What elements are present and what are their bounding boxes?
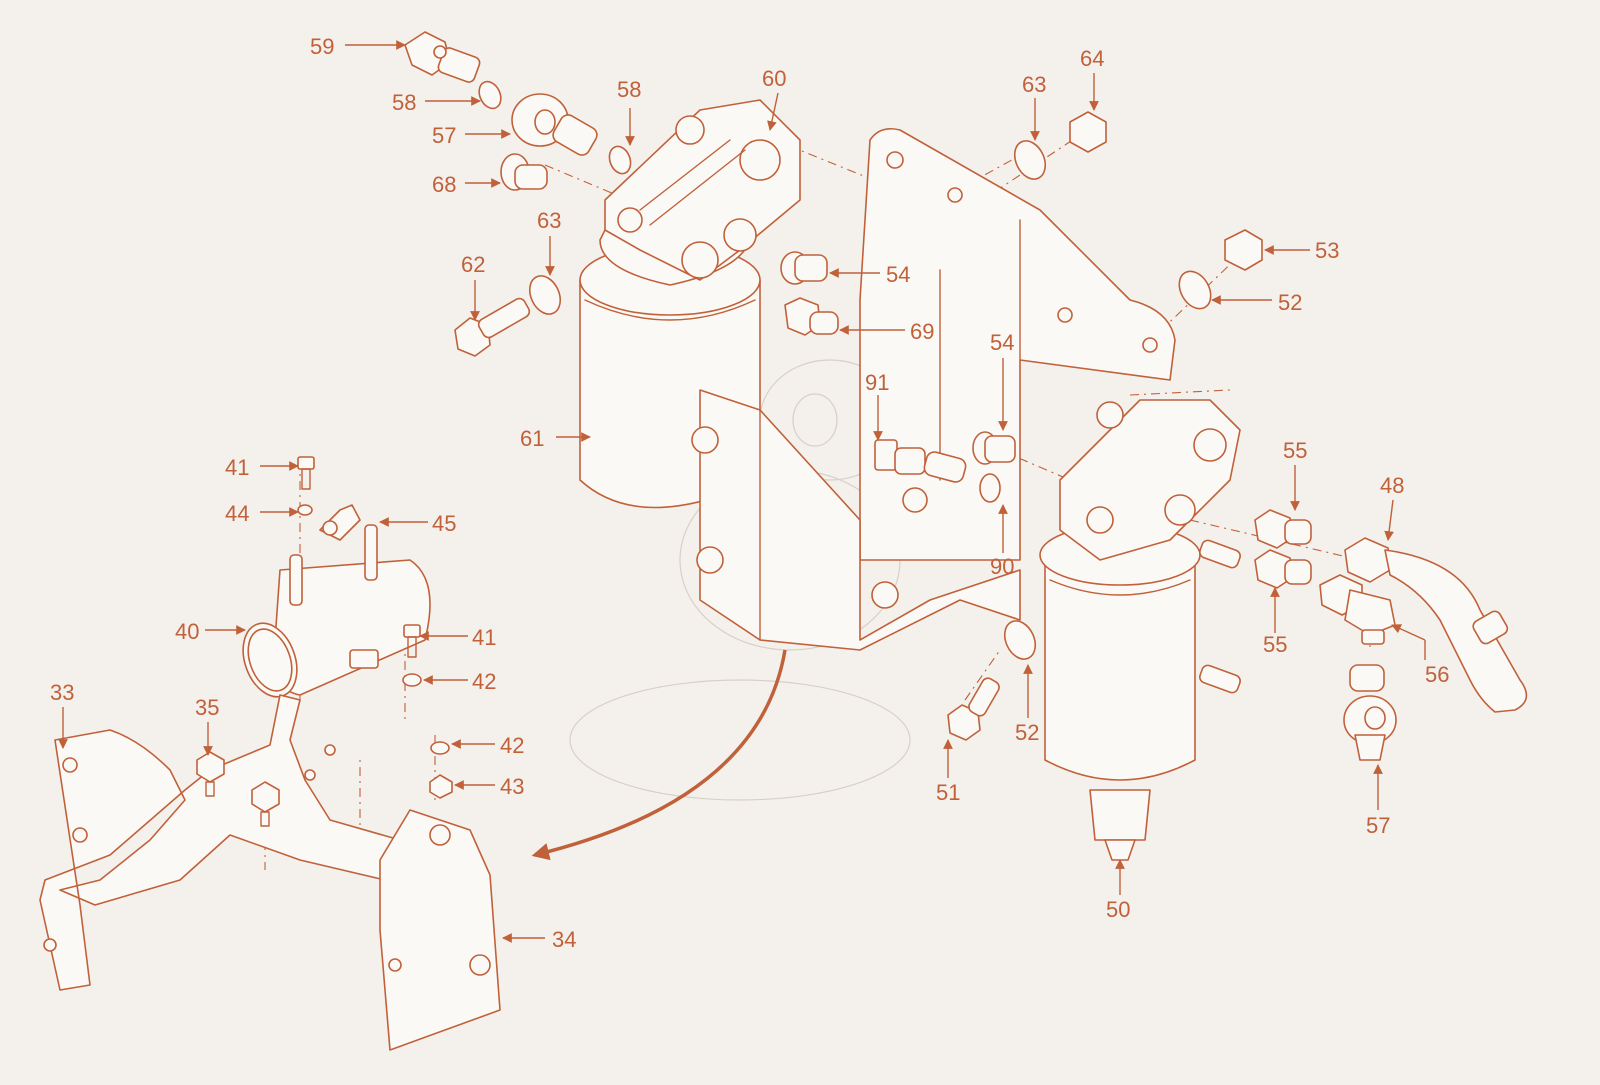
washer-42a bbox=[402, 673, 422, 687]
callout-52: 52 bbox=[1278, 290, 1302, 315]
callout-40: 40 bbox=[175, 619, 199, 644]
terminal-45 bbox=[319, 504, 361, 541]
callout-63: 63 bbox=[537, 208, 561, 233]
fitting-55b bbox=[1254, 549, 1312, 589]
nut-43 bbox=[429, 774, 453, 799]
lock-washer-52b bbox=[1003, 620, 1037, 660]
sensor-91 bbox=[874, 439, 967, 483]
callout-51: 51 bbox=[936, 780, 960, 805]
banjo-fitting-57b bbox=[1343, 664, 1397, 761]
callout-60: 60 bbox=[762, 66, 786, 91]
callout-55-lower: 55 bbox=[1263, 632, 1287, 657]
callout-35: 35 bbox=[195, 695, 219, 720]
lock-washer-63a bbox=[528, 275, 562, 315]
fuel-pump-40 bbox=[242, 524, 431, 698]
callout-43: 43 bbox=[500, 774, 524, 799]
callout-58: 58 bbox=[392, 90, 416, 115]
callout-42: 42 bbox=[472, 669, 496, 694]
sealing-washer-58a bbox=[478, 80, 502, 110]
washer-42b bbox=[430, 741, 450, 755]
nut-64 bbox=[1069, 111, 1107, 153]
callout-57-lower: 57 bbox=[1366, 813, 1390, 838]
callout-57: 57 bbox=[432, 123, 456, 148]
callout-63-upper: 63 bbox=[1022, 72, 1046, 97]
sealing-washer-58b bbox=[608, 145, 632, 175]
callout-91: 91 bbox=[865, 370, 889, 395]
fitting-55a bbox=[1254, 509, 1312, 549]
bolt-62 bbox=[454, 297, 531, 357]
callout-50: 50 bbox=[1106, 897, 1130, 922]
callout-41: 41 bbox=[225, 455, 249, 480]
bolt-41a bbox=[297, 456, 315, 490]
callout-64: 64 bbox=[1080, 46, 1104, 71]
callout-33: 33 bbox=[50, 680, 74, 705]
elbow-fitting-56 bbox=[1319, 574, 1396, 645]
fitting-54a bbox=[780, 251, 828, 285]
callout-58-upper: 58 bbox=[617, 77, 641, 102]
callout-55-upper: 55 bbox=[1283, 438, 1307, 463]
assembly-direction-arrow bbox=[531, 649, 787, 861]
callout-53: 53 bbox=[1315, 238, 1339, 263]
lock-washer-52a bbox=[1178, 270, 1212, 310]
mounting-bracket-34 bbox=[379, 809, 501, 1051]
callout-90: 90 bbox=[990, 554, 1014, 579]
hose-48 bbox=[1344, 537, 1528, 713]
pump-bracket-33 bbox=[39, 694, 401, 991]
callout-54-middle: 54 bbox=[990, 330, 1014, 355]
washer-90 bbox=[979, 473, 1001, 503]
callout-34: 34 bbox=[552, 927, 576, 952]
banjo-fitting-57a bbox=[511, 93, 598, 156]
nut-53 bbox=[1224, 229, 1263, 271]
callout-labels: 59 58 57 68 58 60 63 64 62 63 61 54 69 5… bbox=[50, 34, 1449, 952]
callout-69: 69 bbox=[910, 319, 934, 344]
callout-54: 54 bbox=[886, 262, 910, 287]
banjo-bolt-59 bbox=[404, 31, 481, 83]
callout-62: 62 bbox=[461, 252, 485, 277]
callout-leaders bbox=[58, 40, 1426, 943]
plug-68 bbox=[500, 153, 548, 191]
bolt-41b bbox=[403, 624, 421, 658]
callout-44: 44 bbox=[225, 501, 249, 526]
callout-68: 68 bbox=[432, 172, 456, 197]
callout-42-lower: 42 bbox=[500, 733, 524, 758]
filter-head-60 bbox=[604, 99, 801, 281]
fitting-54b bbox=[972, 431, 1016, 465]
bolt-51 bbox=[947, 677, 1000, 741]
callout-52-lower: 52 bbox=[1015, 720, 1039, 745]
washer-44 bbox=[297, 504, 313, 516]
callout-56: 56 bbox=[1425, 662, 1449, 687]
fuel-filter-50 bbox=[1039, 399, 1241, 861]
callout-59: 59 bbox=[310, 34, 334, 59]
support-plate bbox=[691, 389, 1021, 651]
callout-45: 45 bbox=[432, 511, 456, 536]
bolt-35b bbox=[251, 781, 280, 827]
callout-41-lower: 41 bbox=[472, 625, 496, 650]
callout-48: 48 bbox=[1380, 473, 1404, 498]
lock-washer-63b bbox=[1013, 140, 1047, 180]
callout-61: 61 bbox=[520, 426, 544, 451]
fitting-69 bbox=[784, 297, 839, 336]
